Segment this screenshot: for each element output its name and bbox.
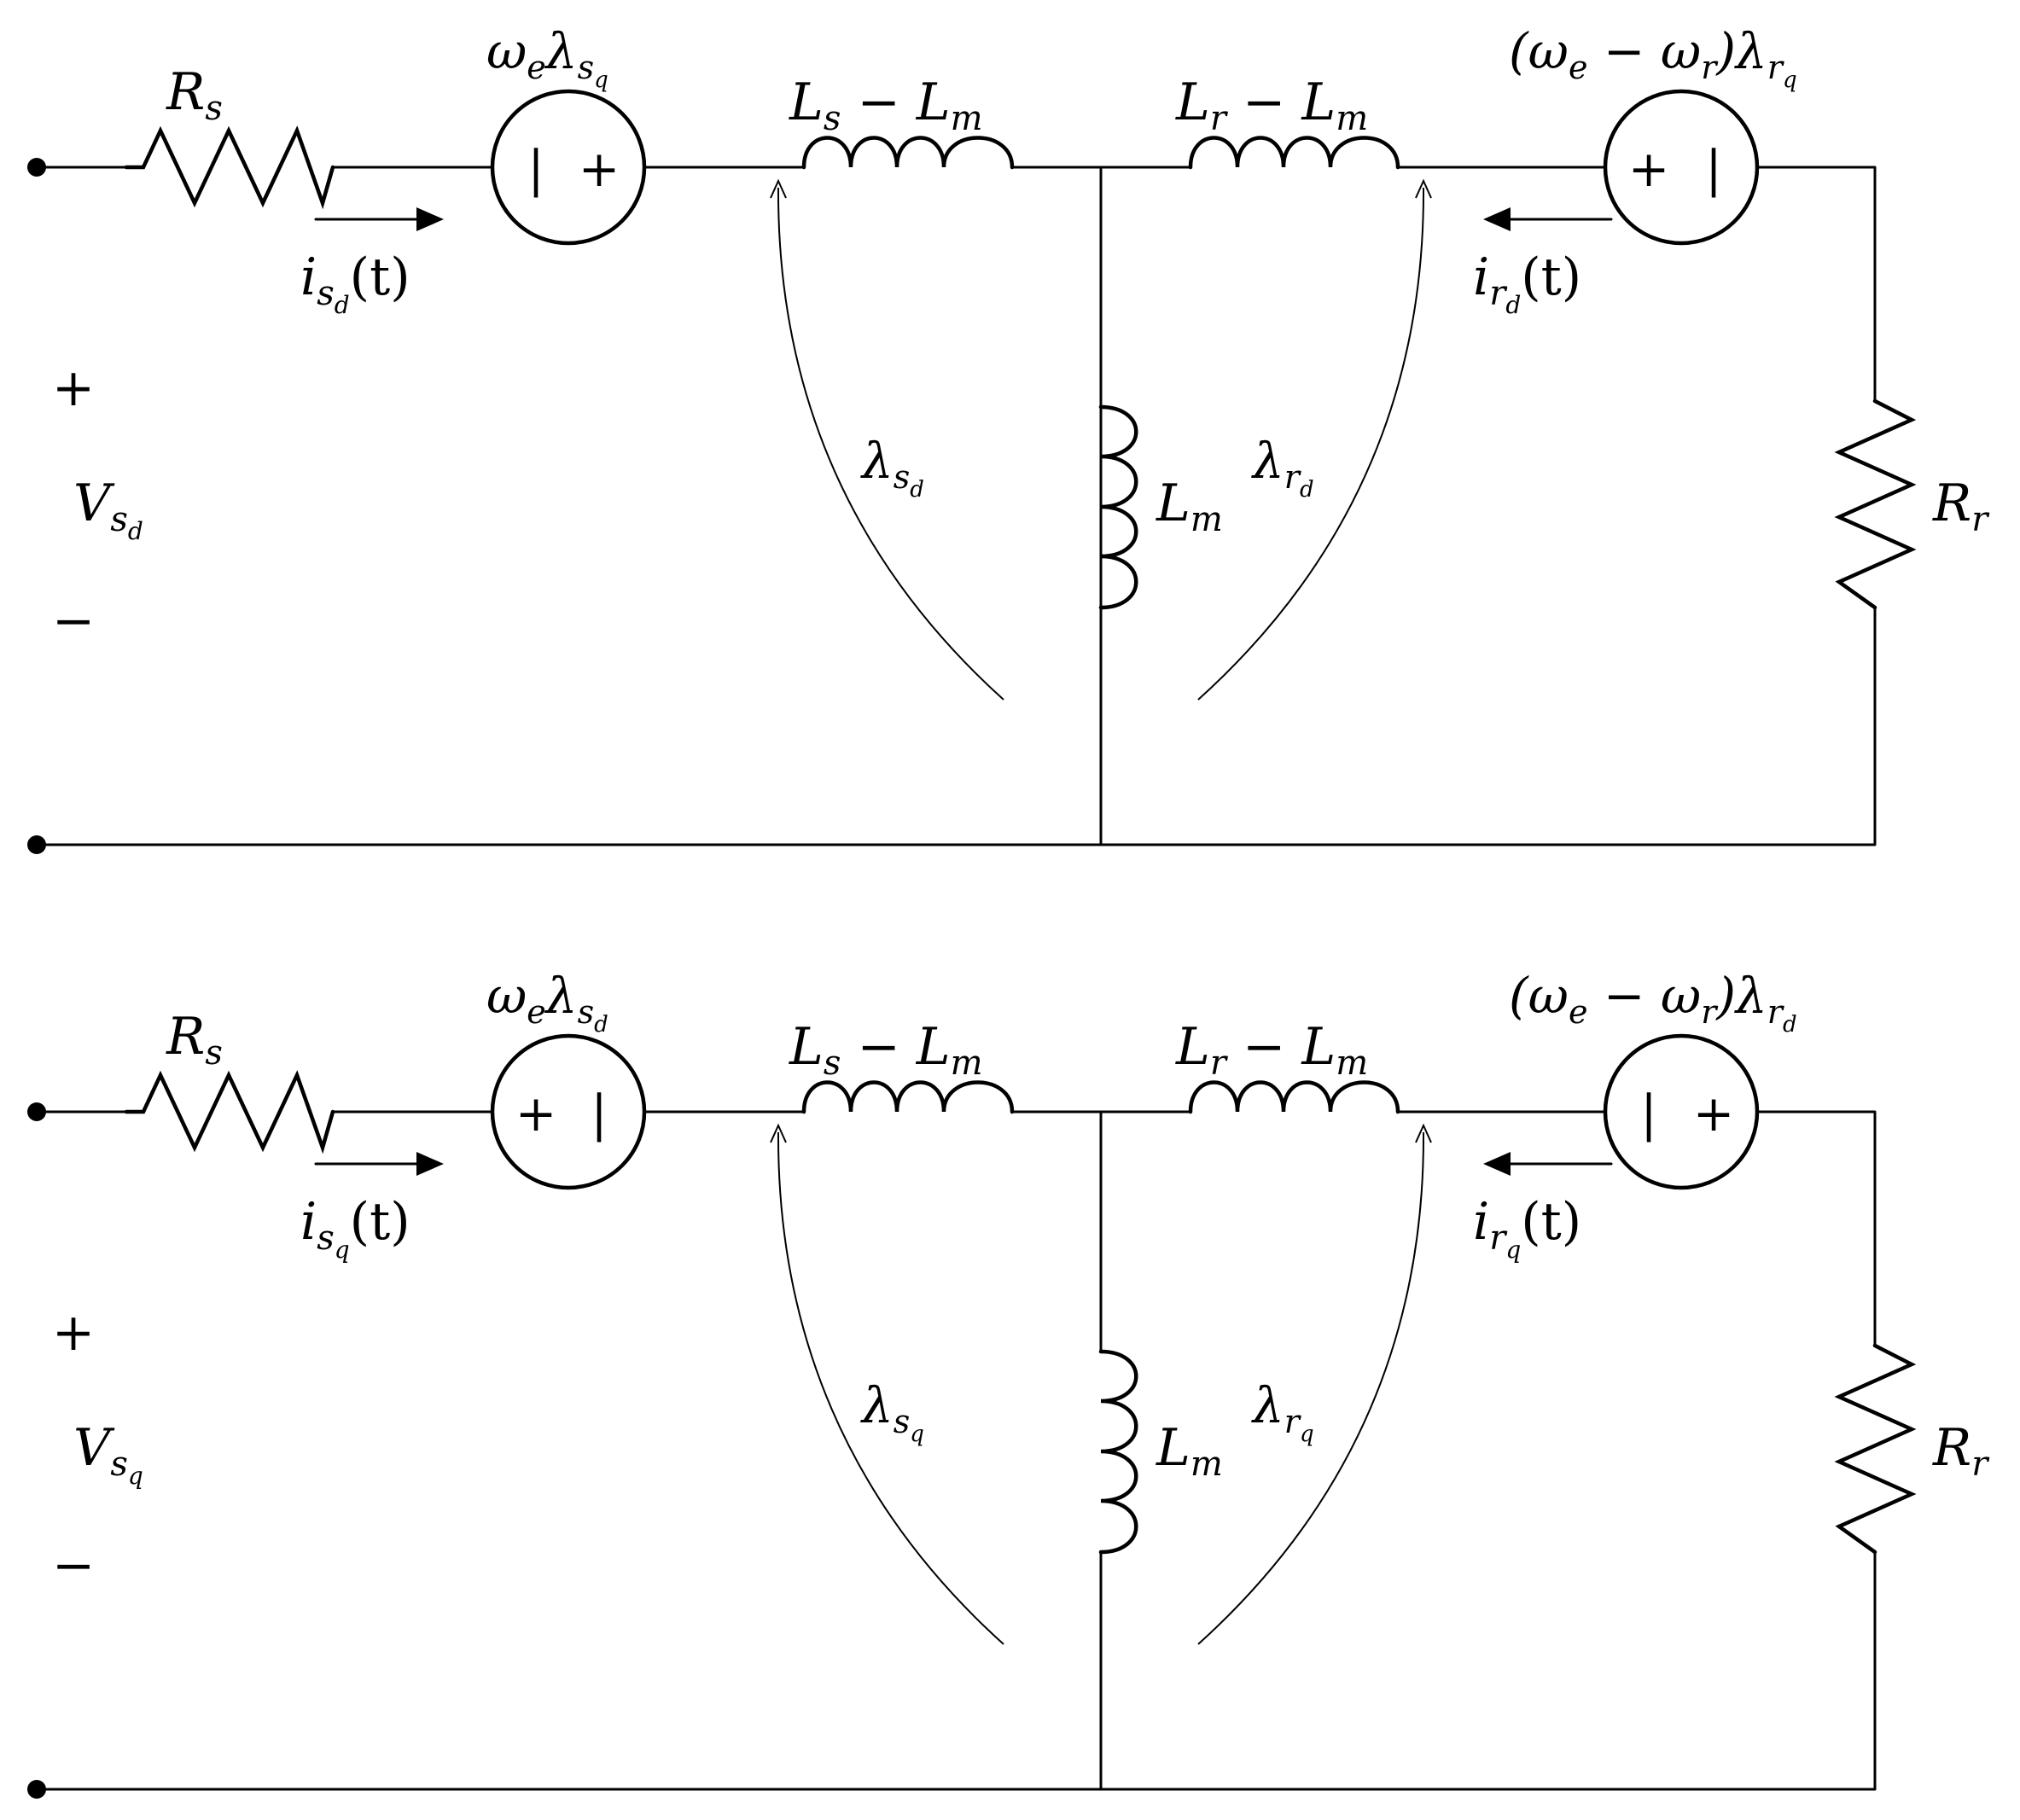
d-rotor-source-label: (ωe − ωr)λrq <box>1509 22 1797 93</box>
d-rotor-voltage-source <box>1603 89 1760 246</box>
d-stator-leakage-label: Ls − Lm <box>789 73 983 138</box>
q-rotor-current-label: irq(t) <box>1473 1192 1581 1264</box>
d-rotor-current-arrow <box>1483 207 1613 231</box>
q-stator-leakage-label: Ls − Lm <box>789 1017 983 1083</box>
d-rotor-resistor-label: Rr <box>1932 474 1990 539</box>
d-rotor-leakage-label: Lr − Lm <box>1175 73 1368 138</box>
d-stator-leakage-inductor <box>801 136 1015 170</box>
d-stator-voltage-source <box>490 89 647 246</box>
d-magnetizing-inductor <box>1098 404 1138 610</box>
d-rotor-flux-label: λrd <box>1251 432 1314 503</box>
q-stator-resistor-label: Rs <box>166 1007 223 1073</box>
q-stator-leakage-inductor <box>801 1080 1015 1114</box>
d-stator-resistor-label: Rs <box>166 62 223 128</box>
circuit-labels: Rs isd(t) ωeλsq | + Ls − Lm Lr − Lm (ωe − ωr)λr… <box>52 22 1990 1596</box>
q-rotor-flux-label: λrq <box>1251 1376 1314 1447</box>
q-top-wire <box>35 1110 1877 1791</box>
q-rotor-current-arrow <box>1483 1152 1613 1176</box>
d-rotor-source-right-mark: | <box>1705 140 1722 198</box>
d-axis-circuit <box>27 89 1917 854</box>
d-stator-flux-label: λsd <box>860 432 924 503</box>
d-stator-source-right-mark: + <box>579 140 620 198</box>
q-rotor-resistor-label: Rr <box>1932 1418 1990 1484</box>
q-stator-flux-label: λsq <box>860 1376 924 1447</box>
d-rotor-flux-arc <box>1197 178 1432 701</box>
q-rotor-leakage-label: Lr − Lm <box>1175 1017 1368 1083</box>
q-magnetizing-inductor <box>1098 1349 1138 1555</box>
d-voltage-minus: − <box>52 591 95 651</box>
d-stator-flux-arc <box>770 178 1004 701</box>
q-stator-voltage-source <box>490 1033 647 1190</box>
q-stator-flux-arc <box>770 1123 1004 1645</box>
q-stator-source-right-mark: | <box>591 1084 608 1143</box>
d-rotor-source-left-mark: + <box>1628 140 1670 198</box>
q-stator-source-label: ωeλsd <box>486 967 608 1038</box>
q-rotor-voltage-source <box>1603 1033 1760 1190</box>
q-rotor-source-left-mark: | <box>1640 1084 1657 1143</box>
q-stator-resistor <box>124 1070 335 1154</box>
q-stator-current-arrow <box>314 1152 444 1176</box>
q-rotor-leakage-inductor <box>1188 1080 1400 1114</box>
q-axis-circuit <box>27 1033 1917 1799</box>
q-stator-current-label: isq(t) <box>300 1192 410 1264</box>
d-voltage-plus: + <box>52 358 95 418</box>
q-voltage-minus: − <box>52 1536 95 1596</box>
q-rotor-source-label: (ωe − ωr)λrd <box>1509 967 1797 1038</box>
d-rotor-current-label: ird(t) <box>1473 247 1581 319</box>
d-stator-current-label: isd(t) <box>300 247 410 319</box>
q-rotor-resistor <box>1834 1343 1917 1555</box>
d-stator-source-left-mark: | <box>527 140 544 198</box>
d-rotor-leakage-inductor <box>1188 136 1400 170</box>
q-rotor-flux-arc <box>1197 1123 1432 1645</box>
d-stator-current-arrow <box>314 207 444 231</box>
q-magnetizing-label: Lm <box>1156 1418 1223 1484</box>
q-voltage-label: Vsq <box>73 1418 143 1490</box>
d-stator-resistor <box>124 125 335 210</box>
q-stator-source-left-mark: + <box>515 1084 557 1143</box>
q-voltage-plus: + <box>52 1303 95 1363</box>
d-voltage-label: Vsd <box>73 474 143 545</box>
d-rotor-resistor <box>1834 398 1917 610</box>
d-stator-source-label: ωeλsq <box>486 22 608 93</box>
q-rotor-source-right-mark: + <box>1693 1084 1735 1143</box>
d-magnetizing-label: Lm <box>1156 474 1223 539</box>
